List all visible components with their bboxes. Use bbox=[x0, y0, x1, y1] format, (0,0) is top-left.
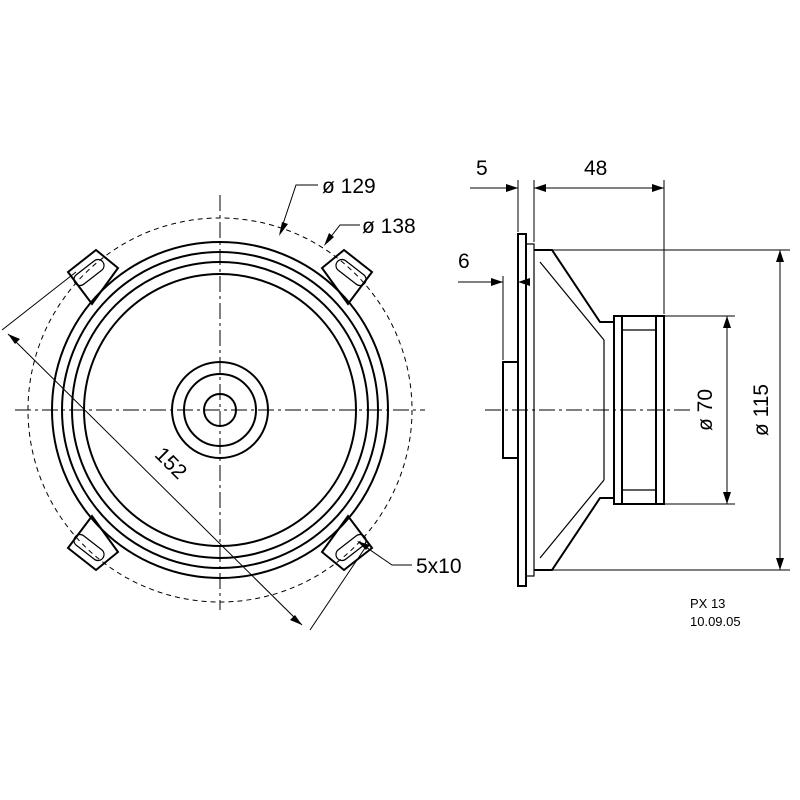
dim-138-label: ø 138 bbox=[362, 215, 416, 238]
mounting-tab-top-left bbox=[66, 248, 120, 306]
dim-5x10-label: 5x10 bbox=[416, 555, 462, 578]
dim-138-arrow bbox=[324, 233, 334, 246]
dim-5-arrow bbox=[506, 184, 518, 192]
mounting-tab-bottom-right bbox=[320, 514, 374, 572]
dim-115-label: ø 115 bbox=[750, 384, 773, 436]
model-label: PX 13 bbox=[690, 596, 725, 611]
mount-slot bbox=[73, 258, 105, 287]
flange-lip bbox=[525, 243, 535, 577]
dim-48-label: 48 bbox=[584, 157, 607, 180]
dim-5x10-leader bbox=[359, 542, 412, 566]
dim-70-arrow-bottom bbox=[723, 492, 731, 504]
dim-6-label: 6 bbox=[458, 250, 470, 273]
mounting-tab-bottom-left bbox=[66, 514, 120, 572]
dustcap-inner bbox=[203, 393, 237, 427]
dim-152-extension-upper bbox=[1, 271, 77, 331]
dim-152-line bbox=[7, 333, 303, 626]
mount-slot bbox=[73, 533, 105, 562]
dustcap-mid bbox=[183, 373, 257, 447]
magnet-plate-rear bbox=[655, 315, 665, 505]
dim-138-leader bbox=[325, 224, 360, 244]
dim-115-arrow-top bbox=[776, 250, 784, 262]
cone-outer-ring bbox=[83, 273, 357, 547]
frame-outer-ring bbox=[51, 241, 389, 579]
basket-inner-line bbox=[539, 261, 605, 559]
dim-6-arrow-2 bbox=[518, 278, 530, 286]
dim-152-arrow-start bbox=[8, 334, 20, 344]
dim-152-arrow-end bbox=[290, 615, 302, 625]
dim-152-extension-lower bbox=[309, 547, 366, 631]
dim-152-label: 152 bbox=[150, 443, 191, 484]
dim-129-label: ø 129 bbox=[322, 175, 376, 198]
dustcap-profile bbox=[502, 361, 519, 459]
title-block: PX 13 10.09.05 bbox=[690, 596, 741, 629]
dim-129-leader bbox=[279, 184, 318, 234]
dim-5-label: 5 bbox=[476, 157, 488, 180]
dim-115-arrow-bottom bbox=[776, 558, 784, 570]
dim-48-arrow-end bbox=[652, 184, 664, 192]
dim-70-label: ø 70 bbox=[694, 389, 717, 431]
dim-6-arrow bbox=[491, 278, 503, 286]
dim-5x10-arrow bbox=[357, 541, 370, 550]
front-view: 152 ø 129 ø 138 5x10 bbox=[1, 175, 462, 631]
mount-slot bbox=[335, 258, 367, 287]
dim-129-arrow bbox=[279, 222, 288, 236]
dustcap-outer bbox=[171, 361, 269, 459]
frame-ring bbox=[61, 251, 379, 569]
surround-outer-ring bbox=[71, 261, 369, 559]
side-view: 5 48 6 ø 70 ø 115 bbox=[458, 157, 790, 587]
outer-diameter-circle bbox=[27, 217, 413, 603]
mount-slot bbox=[335, 533, 367, 562]
mounting-tab-top-right bbox=[320, 248, 374, 306]
date-label: 10.09.05 bbox=[690, 614, 741, 629]
dim-70-arrow-top bbox=[723, 316, 731, 328]
